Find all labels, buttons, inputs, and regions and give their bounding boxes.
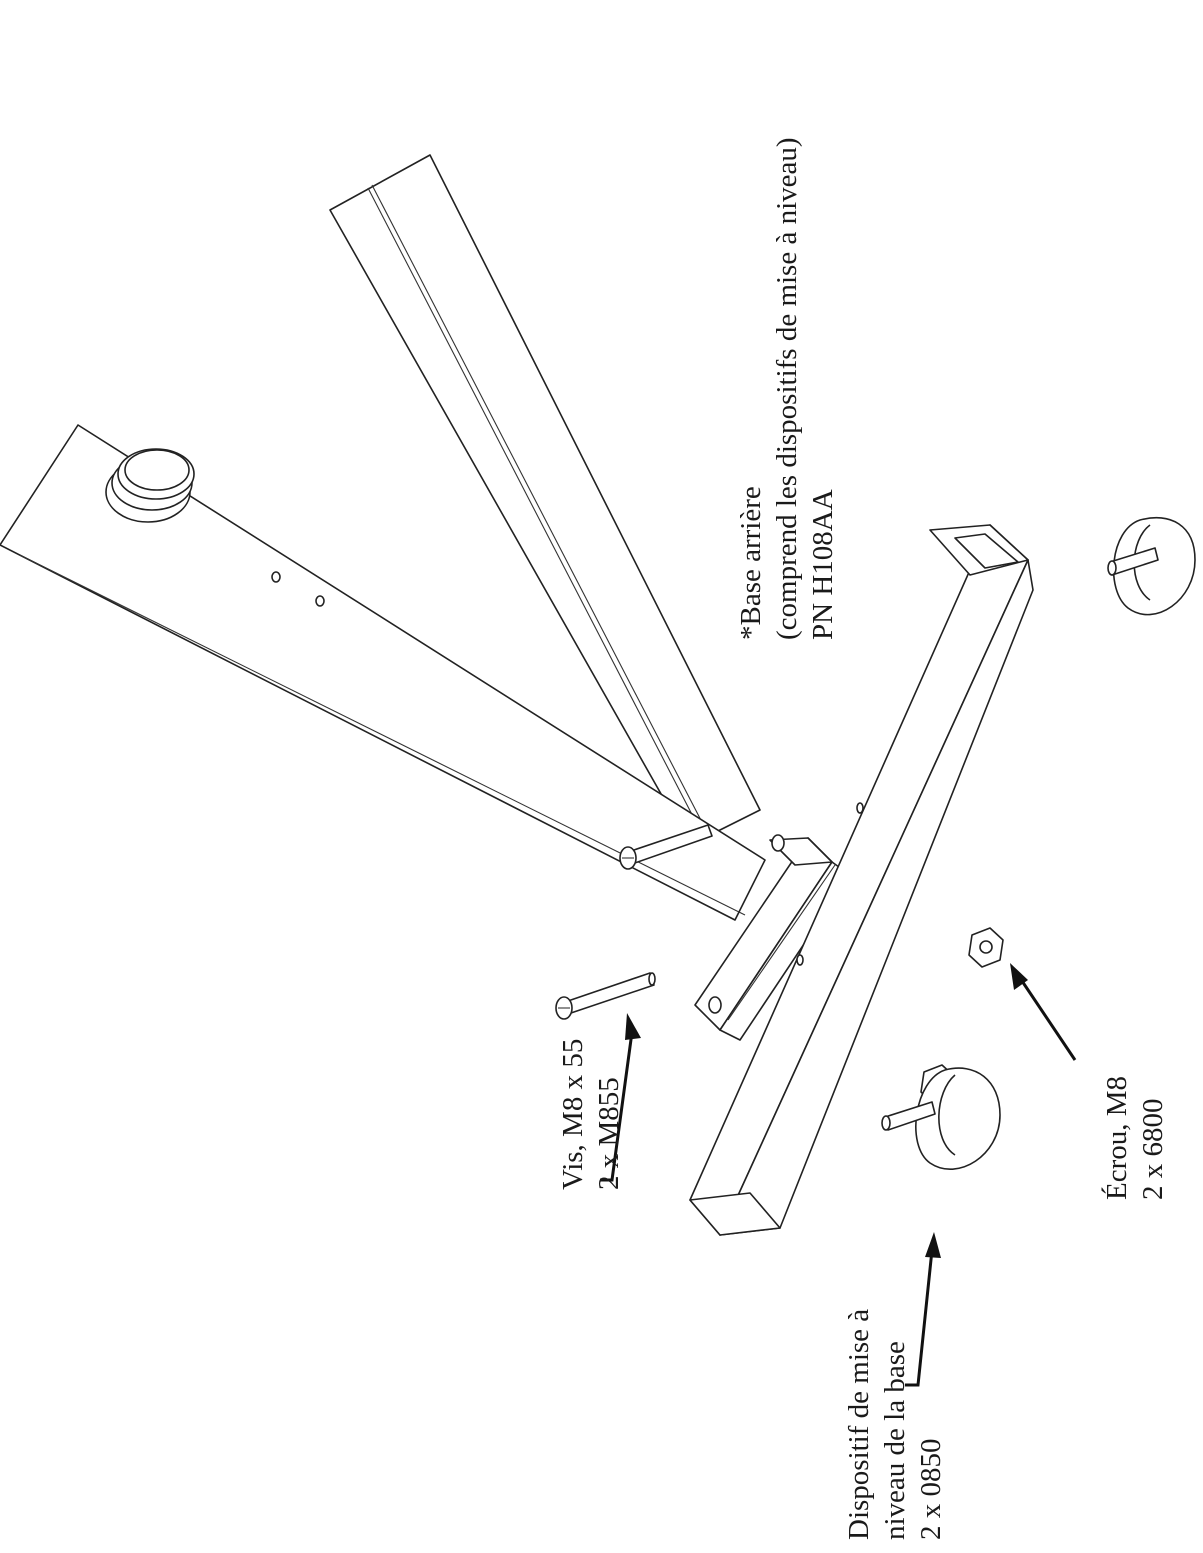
rear-base-label-line2: (comprend les dispositifs de mise à nive… <box>771 137 803 640</box>
leveler-upper <box>1107 516 1196 616</box>
screw-label-line1: Vis, M8 x 55 <box>557 1039 589 1190</box>
leveler-label-line2: niveau de la base <box>879 1341 911 1540</box>
nut-label: Écrou, M8 2 x 6800 <box>1100 1076 1169 1200</box>
leveler-lower <box>881 1067 1001 1170</box>
leveler-label-line3: 2 x 0850 <box>915 1439 947 1541</box>
nut-label-line1: Écrou, M8 <box>1100 1076 1133 1200</box>
foot-beam <box>689 524 1034 1236</box>
screw-label: Vis, M8 x 55 2 x M855 <box>557 1039 625 1190</box>
rear-base-label: *Base arrière (comprend les dispositifs … <box>735 137 839 640</box>
leveler-label: Dispositif de mise à niveau de la base 2… <box>843 1309 947 1540</box>
tube-hole <box>315 595 325 607</box>
bracket-hole <box>708 996 722 1014</box>
nut-upper <box>968 927 1004 968</box>
screw-arrow <box>600 1013 641 1182</box>
rear-leg-tube-front <box>0 424 766 921</box>
screw-installed <box>619 824 713 870</box>
rear-base-label-line3: PN H108AA <box>807 489 839 640</box>
nut-label-line2: 2 x 6800 <box>1137 1099 1169 1201</box>
rear-base-label-line1: *Base arrière <box>735 486 767 640</box>
nut-arrow <box>1010 963 1077 1061</box>
leveler-arrow <box>905 1232 941 1387</box>
bracket-hole <box>771 834 785 852</box>
tube-hole <box>271 571 281 583</box>
beam-hole <box>796 954 804 966</box>
rear-leg-tube-back <box>329 154 761 846</box>
screw-loose <box>555 972 656 1020</box>
beam-hole <box>856 802 864 814</box>
screw-label-line2: 2 x M855 <box>593 1077 625 1190</box>
glide-cap <box>105 448 195 523</box>
leveler-label-line1: Dispositif de mise à <box>843 1309 875 1540</box>
mounting-bracket <box>694 834 851 1041</box>
